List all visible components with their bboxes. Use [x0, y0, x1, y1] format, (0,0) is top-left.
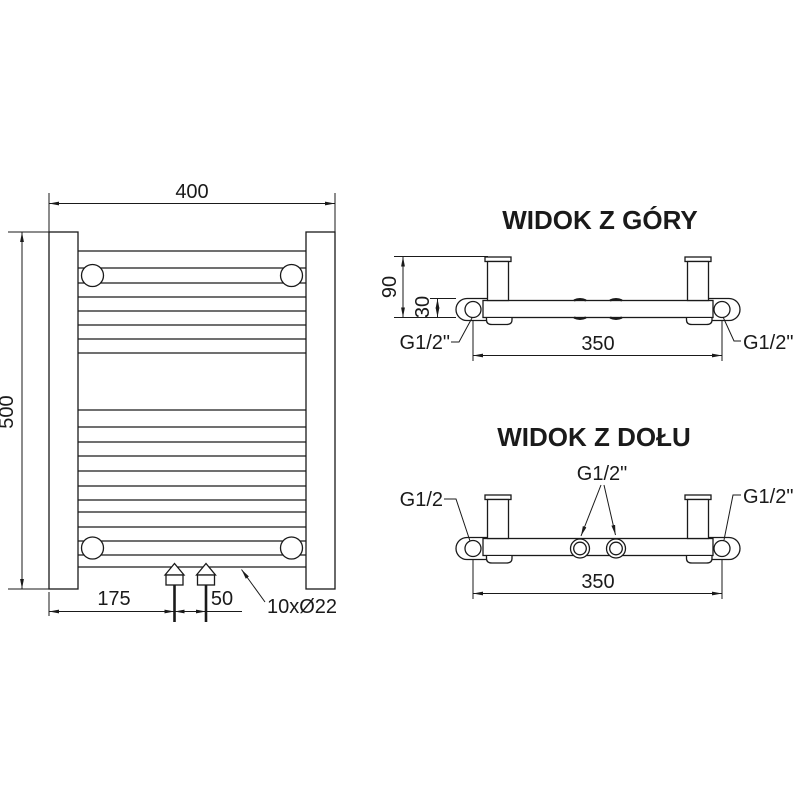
top-view: WIDOK Z GÓRY 90 30 — [379, 205, 793, 361]
dim-height-label: 500 — [0, 395, 18, 428]
top-left-connection-label: G1/2" — [400, 332, 450, 354]
bottom-left-connection-callout: G1/2 — [400, 489, 471, 542]
top-right-bracket-hole — [713, 300, 731, 319]
bottom-left-bracket-hole — [464, 539, 482, 558]
dim-valve-spacing-label: 50 — [211, 588, 233, 610]
dimension-top-350: 350 — [472, 320, 723, 361]
right-valve — [195, 562, 217, 622]
dimension-bottom-350: 350 — [472, 560, 723, 599]
tube-note-label: 10xØ22 — [267, 596, 337, 618]
bottom-right-bracket-hole — [713, 539, 731, 558]
tube-note: 10xØ22 — [241, 569, 337, 618]
bottom-left-connection-label: G1/2 — [400, 489, 443, 511]
rung-tubes — [78, 250, 306, 568]
bracket-circle-bottom-left — [80, 536, 105, 560]
bracket-circle-bottom-right — [279, 536, 304, 560]
bottom-center-connection-label: G1/2" — [577, 463, 627, 485]
bottom-view-radiator-bar — [482, 537, 714, 557]
left-collector — [48, 231, 79, 590]
top-view-title: WIDOK Z GÓRY — [502, 205, 697, 235]
bottom-center-connection-callout: G1/2" — [577, 463, 627, 537]
front-view: 400 500 — [0, 181, 337, 622]
bracket-circle-top-left — [80, 263, 105, 288]
bottom-view-title: WIDOK Z DOŁU — [497, 422, 691, 452]
dimension-width-400: 400 — [48, 181, 336, 232]
dimension-wall-offset-30: 30 — [412, 296, 456, 318]
bottom-left-collector-post — [484, 494, 513, 564]
top-view-radiator-bar — [482, 299, 714, 319]
left-valve — [163, 562, 186, 622]
top-right-connection-label: G1/2" — [743, 332, 793, 354]
top-left-bracket-hole — [464, 300, 482, 319]
top-view-connection-marks — [573, 298, 623, 320]
dimension-valves-175-50: 175 50 — [48, 588, 242, 616]
dim-depth-label: 90 — [379, 276, 401, 298]
bottom-right-connection-label: G1/2" — [743, 486, 793, 508]
front-bracket-circles — [80, 263, 304, 560]
dim-top-spacing-label: 350 — [581, 333, 614, 355]
dimension-depth-90: 90 — [379, 256, 488, 318]
dim-bottom-spacing-label: 350 — [581, 571, 614, 593]
bottom-view: WIDOK Z DOŁU G1/2" — [400, 422, 793, 599]
top-left-collector-post — [484, 256, 513, 326]
dim-valve-offset-label: 175 — [97, 588, 130, 610]
dim-width-label: 400 — [175, 181, 208, 203]
top-left-connection-callout: G1/2" — [400, 317, 473, 354]
dim-wall-offset-label: 30 — [412, 296, 434, 318]
top-right-connection-callout: G1/2" — [723, 317, 793, 354]
bracket-circle-top-right — [279, 263, 304, 288]
dimension-height-500: 500 — [0, 231, 78, 590]
right-collector — [305, 231, 336, 590]
bottom-right-connection-callout: G1/2" — [723, 486, 793, 541]
center-connections — [569, 538, 627, 559]
